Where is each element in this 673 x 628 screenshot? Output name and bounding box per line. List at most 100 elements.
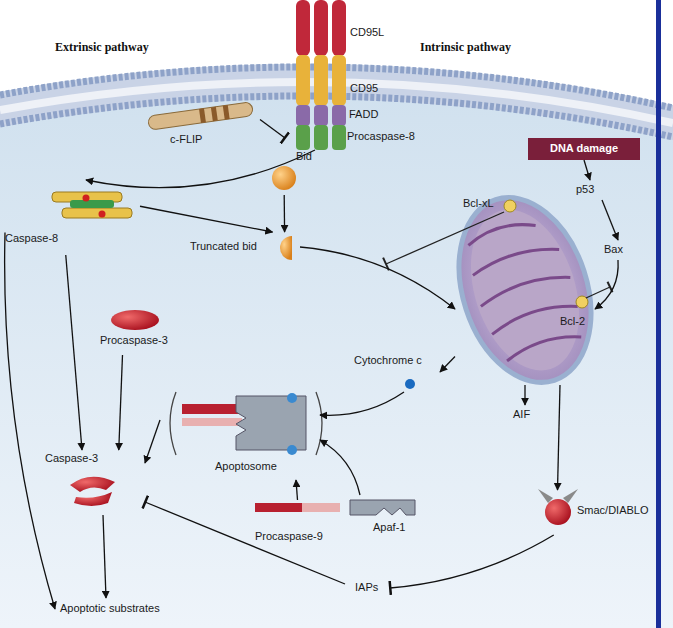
inhibition-connector [260, 119, 285, 138]
molecule-label: CD95 [350, 82, 378, 95]
molecule-label: IAPs [355, 581, 378, 594]
caspase9-rod [182, 418, 242, 426]
procaspase8-block [296, 125, 310, 150]
caspase3-part [70, 477, 115, 492]
pathway-title: Extrinsic pathway [55, 40, 149, 55]
molecule-label: Truncated bid [190, 240, 257, 253]
activation-arrow [320, 440, 360, 495]
cytochrome-dot [405, 379, 415, 389]
procaspase9-rod [302, 503, 340, 512]
activation-arrow [66, 255, 82, 450]
cd95-rod [296, 55, 310, 106]
cytoplasm [0, 64, 673, 628]
caspase8-bar [70, 200, 114, 208]
cd95l-rod [314, 0, 328, 56]
molecule-node: Truncated bid [190, 232, 300, 262]
molecule-label: AIF [513, 408, 530, 421]
molecule-node: c-FLIP [140, 105, 260, 153]
apoptosome-complex [170, 392, 322, 455]
smac-body [545, 499, 571, 525]
procaspase8-block [314, 125, 328, 150]
molecule-label: Smac/DIABLO [577, 504, 649, 517]
activation-arrow [584, 160, 590, 180]
border-bar [656, 0, 661, 628]
process-box: DNA damage [528, 138, 640, 160]
molecule-node: Procaspase-9 [250, 500, 345, 550]
smac-horn [563, 489, 578, 503]
molecule-label: Caspase-8 [5, 232, 58, 245]
molecule-label: Procaspase-9 [255, 530, 323, 543]
inhibition-bar [608, 282, 613, 293]
cristae [460, 212, 589, 364]
bracket [316, 392, 322, 455]
molecule-node: p53 [570, 180, 610, 200]
activation-arrow [320, 392, 404, 415]
inhibition-bar [383, 258, 389, 271]
molecule-node: IAPs [345, 578, 390, 598]
molecule-label: Bax [604, 243, 623, 256]
apaf1-block [236, 396, 306, 450]
mito-outer [437, 180, 614, 399]
cflip-cylinder [148, 102, 254, 130]
activation-arrow [86, 150, 315, 188]
molecule-label: Procaspase-3 [100, 334, 168, 347]
molecule-node: AIF [505, 405, 545, 425]
activation-arrow [440, 357, 455, 373]
molecule-node: Caspase-3 [40, 450, 145, 515]
procaspase8-block [332, 125, 346, 150]
cd95-rod [314, 55, 328, 106]
inhibition-connector [390, 535, 554, 588]
mito-inner [452, 196, 598, 385]
molecule-label: DNA damage [528, 142, 640, 155]
activation-arrow [119, 355, 123, 450]
activation-arrow [595, 260, 618, 309]
cd95-receptor [296, 0, 346, 150]
inhibition-line [386, 212, 504, 264]
procaspase9-rod [255, 503, 303, 512]
active-site [99, 211, 106, 218]
molecule-node: Smac/DIABLO [535, 490, 660, 535]
molecule-node: Apaf-1 [345, 495, 420, 540]
cd95l-rod [296, 0, 310, 56]
bracket [170, 392, 176, 455]
inhibition-line [586, 287, 610, 298]
bid-sphere [272, 166, 296, 190]
cflip-body [148, 102, 254, 130]
molecule-node: Procaspase-3 [95, 300, 205, 355]
activation-arrow [300, 247, 455, 309]
molecule-label: Caspase-3 [45, 452, 98, 465]
fadd-block [296, 105, 310, 126]
activation-arrow [524, 385, 525, 405]
molecule-label: Apoptotic substrates [60, 602, 160, 615]
molecule-node: Caspase-8 [5, 180, 140, 255]
molecule-label: Bcl-xL [463, 197, 494, 210]
molecule-label: c-FLIP [170, 133, 202, 146]
cytochrome-dot [287, 445, 297, 455]
molecule-label: Procaspase-8 [347, 130, 415, 143]
activation-arrow [5, 233, 55, 610]
activation-arrow [296, 480, 298, 500]
activation-arrow [103, 515, 106, 598]
bclxl-sphere [504, 200, 516, 212]
molecule-node: Apoptosome [160, 380, 320, 480]
fadd-block [332, 105, 346, 126]
activation-arrow [602, 200, 618, 240]
molecule-node: Bcl-xL Bcl-2 [455, 195, 595, 385]
molecule-label: CD95L [350, 26, 384, 39]
molecule-label: Apaf-1 [373, 521, 405, 534]
molecule-label: Cytochrome c [354, 354, 422, 367]
cd95l-rod [332, 0, 346, 56]
active-site [83, 195, 90, 202]
apaf1-shape [350, 500, 415, 515]
molecule-label: Apoptosome [215, 460, 277, 473]
smac-horn [538, 489, 553, 503]
molecule-label: Bcl-2 [560, 315, 585, 328]
caspase3-part [74, 492, 112, 506]
pathway-title: Intrinsic pathway [420, 40, 511, 55]
activation-arrow [284, 195, 286, 232]
cflip-band [223, 105, 230, 120]
molecule-node: Bax [598, 240, 638, 260]
inhibition-connector [145, 502, 345, 584]
mitochondrion [437, 180, 614, 399]
